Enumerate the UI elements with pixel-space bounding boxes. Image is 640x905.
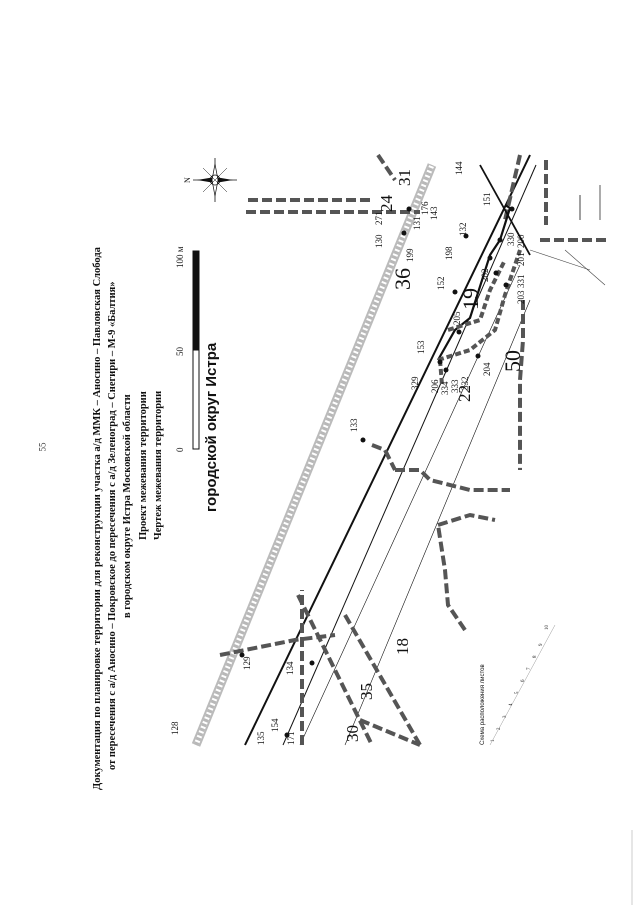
sheet-number: 8 (533, 655, 538, 658)
title-block: Документация по планировке территории дл… (92, 246, 164, 790)
point-label: 198 (444, 246, 454, 260)
point-label: 333 (450, 379, 460, 393)
point-label: 171 (286, 732, 296, 746)
north-label: N (183, 177, 192, 183)
title-line-5: Чертеж межевания территории (153, 391, 164, 540)
point-label: 143 (429, 206, 439, 220)
title-line-1: Документация по планировке территории дл… (92, 246, 103, 790)
point-label: 271 (374, 212, 384, 226)
point-label: 151 (482, 193, 492, 207)
north-arrow: N (183, 158, 237, 202)
point-label: 128 (170, 721, 180, 735)
point-label: 205 (452, 311, 462, 325)
point-label: 144 (454, 161, 464, 175)
boundary-points (239, 206, 515, 738)
scale-label-50: 50 (175, 347, 185, 357)
sheet-number: 1 (491, 739, 496, 742)
road-lines (244, 154, 537, 746)
point-label: 154 (270, 718, 280, 732)
point-label: 135 (256, 731, 266, 745)
quarter-30: 30 (343, 725, 362, 742)
scale-label-100: 100 м (175, 246, 185, 268)
point-label: 202 (480, 269, 490, 283)
point-label: 329 (410, 376, 420, 390)
sheet-number: 6 (521, 679, 526, 682)
point-label: 331 (516, 275, 526, 289)
point-label: 134 (285, 661, 295, 675)
point-label: 153 (416, 340, 426, 354)
scale-bar: 0 50 100 м (175, 246, 200, 452)
sheet-number: 7 (527, 667, 532, 670)
point-label: 201 (516, 253, 526, 267)
point-labels: 128 135 154 171 129 134 133 329 153 206 … (170, 161, 526, 745)
title-line-2: от пересечения с а/д Аносино – Покровско… (107, 281, 118, 770)
point-label: 203 (516, 290, 526, 304)
point-label: 133 (349, 418, 359, 432)
quarter-35: 35 (357, 683, 376, 700)
frame-marks (599, 185, 633, 905)
point-label: 129 (242, 656, 252, 670)
scale-label-0: 0 (175, 447, 185, 452)
quarter-24: 24 (377, 195, 396, 213)
point-label: 330 (506, 232, 516, 246)
point-label: 334 (440, 381, 450, 395)
sheet-number: 4 (509, 703, 514, 706)
point-label: 200 (516, 234, 526, 248)
point-label: 152 (436, 277, 446, 291)
quarter-36: 36 (390, 268, 415, 290)
boundary-lines (219, 153, 610, 747)
point-label: 199 (405, 248, 415, 262)
sheet-number: 9 (539, 643, 544, 646)
sheet-scheme-title: Схема расположения листов (480, 664, 486, 745)
highway-band (191, 163, 437, 747)
sheet-number: 5 (515, 691, 520, 694)
quarter-numbers: 30 35 18 22 50 19 36 24 31 (343, 169, 525, 742)
quarter-22: 22 (455, 385, 474, 402)
point-label: 176 (420, 201, 430, 215)
sheet-number: 2 (497, 727, 502, 730)
point-label: 332 (460, 377, 470, 391)
quarter-50: 50 (500, 350, 525, 372)
point-label: 206 (430, 379, 440, 393)
sheet-scheme: Схема расположения листов 1 2 3 4 5 6 7 … (480, 625, 556, 746)
point-label: 132 (458, 223, 468, 237)
quarter-18: 18 (393, 638, 412, 655)
quarter-19: 19 (458, 288, 483, 310)
district-label: городской округ Истра (203, 342, 220, 512)
point-label: 130 (374, 234, 384, 248)
point-label: 131 (412, 217, 422, 231)
title-line-4: Проект межевания территории (138, 391, 149, 540)
point-label: 204 (482, 362, 492, 376)
sheet-number: 10 (545, 625, 550, 631)
title-line-3: в городском округе Истра Московской обла… (122, 394, 133, 618)
quarter-31: 31 (395, 169, 414, 186)
